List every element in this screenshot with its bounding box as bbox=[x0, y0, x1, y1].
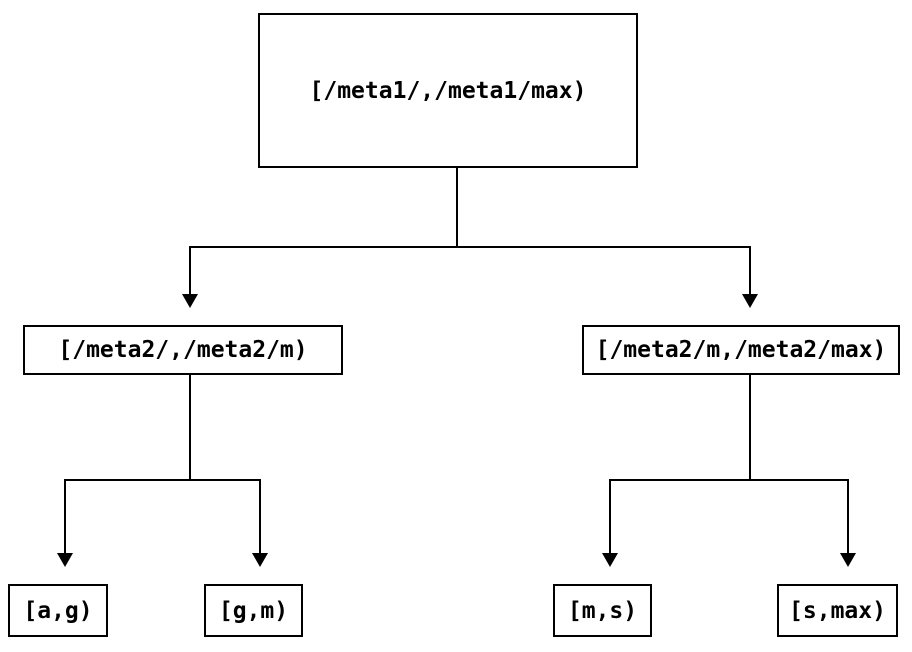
edge-left-to-left-left bbox=[57, 375, 191, 567]
node-left-right: [g,m) bbox=[204, 584, 303, 637]
node-right-left-label: [m,s) bbox=[567, 597, 638, 624]
arrowhead-icon bbox=[840, 553, 856, 567]
edge-right-to-right-left bbox=[602, 375, 751, 567]
edge-root-to-right bbox=[456, 168, 758, 308]
node-root-label: [/meta1/,/meta1/max) bbox=[309, 77, 587, 104]
edge-root-to-left bbox=[182, 168, 458, 308]
node-left: [/meta2/,/meta2/m) bbox=[23, 325, 343, 375]
node-left-label: [/meta2/,/meta2/m) bbox=[58, 337, 308, 363]
edge-right-to-right-right bbox=[749, 375, 856, 567]
node-right: [/meta2/m,/meta2/max) bbox=[582, 325, 900, 375]
node-left-left-label: [a,g) bbox=[23, 597, 93, 624]
node-root: [/meta1/,/meta1/max) bbox=[258, 13, 638, 168]
arrowhead-icon bbox=[57, 553, 73, 567]
node-right-right: [s,max) bbox=[777, 584, 898, 637]
arrowhead-icon bbox=[602, 553, 618, 567]
node-right-left: [m,s) bbox=[553, 584, 652, 637]
node-right-label: [/meta2/m,/meta2/max) bbox=[595, 337, 887, 363]
node-right-right-label: [s,max) bbox=[789, 597, 886, 624]
arrowhead-icon bbox=[252, 553, 268, 567]
edge-left-to-left-right bbox=[189, 375, 268, 567]
node-left-left: [a,g) bbox=[8, 584, 108, 637]
arrowhead-icon bbox=[742, 294, 758, 308]
node-left-right-label: [g,m) bbox=[218, 597, 289, 624]
arrowhead-icon bbox=[182, 294, 198, 308]
